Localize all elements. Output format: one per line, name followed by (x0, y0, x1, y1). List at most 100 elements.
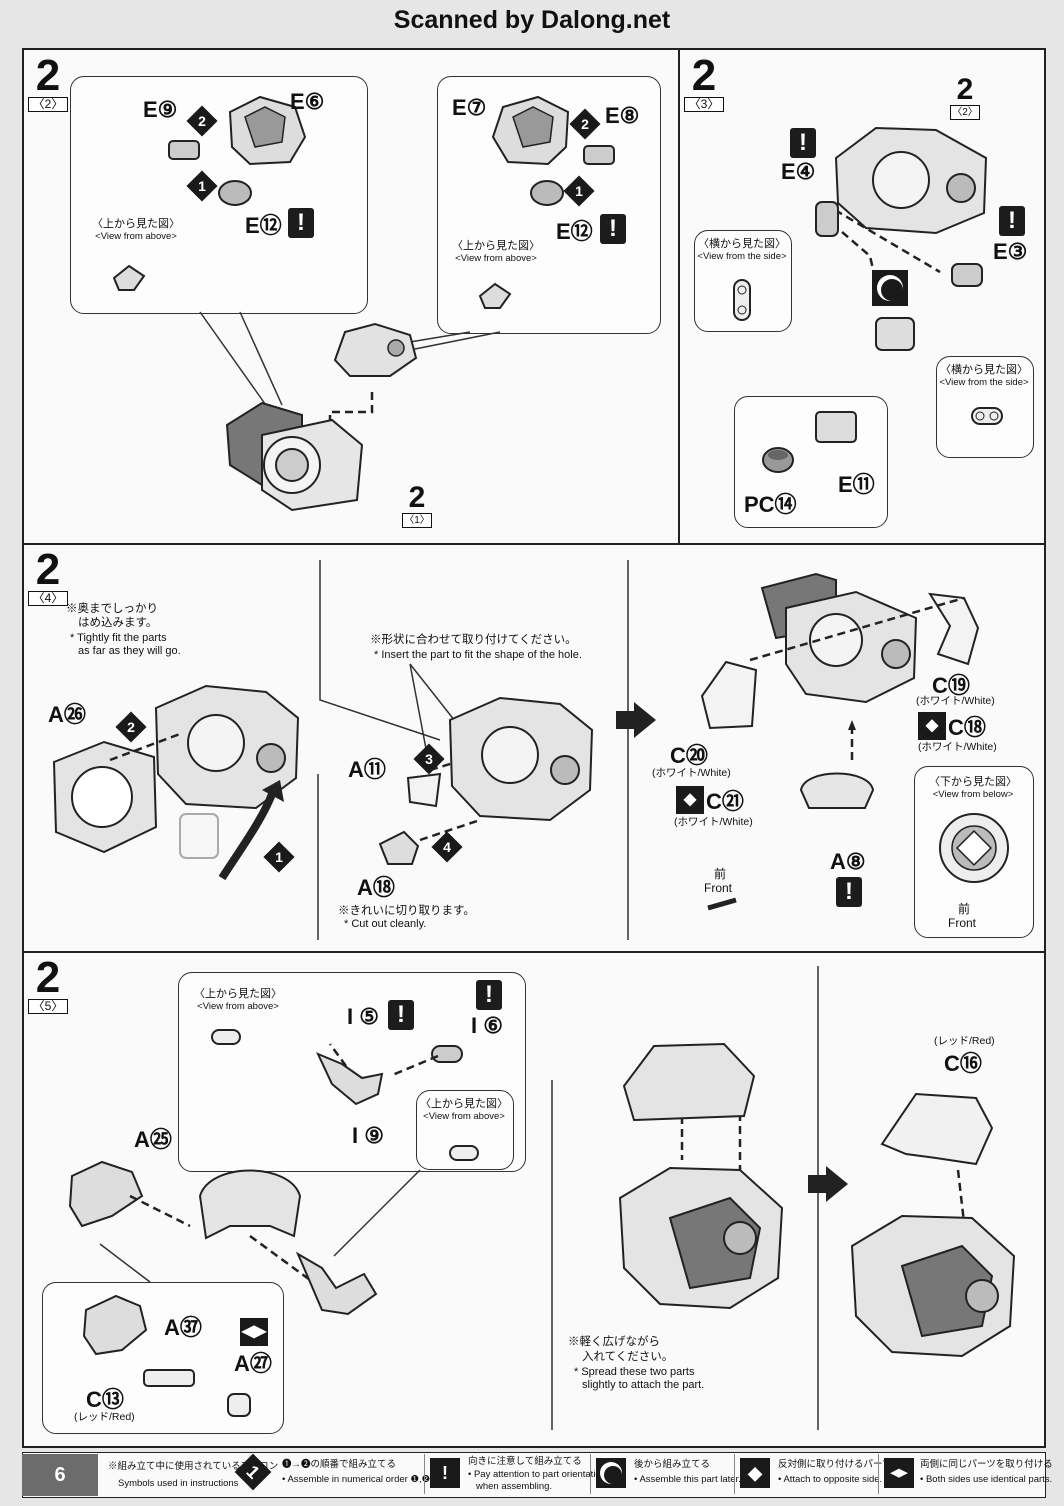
part-label-a26: A㉖ (48, 702, 86, 727)
legend-item-2-en2: when assembling. (476, 1481, 553, 1492)
color-red-c16: (レッド/Red) (934, 1035, 995, 1047)
legend-title-en: Symbols used in instructions (118, 1478, 239, 1489)
note-tight-fit-en1: * Tightly fit the parts (70, 632, 167, 644)
side-view-part-drawing (971, 407, 1003, 425)
pin-drawing (112, 264, 146, 291)
legend-item-4-jp: 反対側に取り付けるパーツ (778, 1459, 892, 1470)
ref-step-2-2: 2 〈2〉 (950, 75, 980, 120)
part-label-c19: C⑲ (932, 673, 970, 698)
part-label-e7: E⑦ (452, 95, 487, 120)
part-label-a37: A㊲ (164, 1315, 202, 1340)
torso-block-drawing (154, 684, 300, 810)
joint-part-drawing (583, 145, 615, 165)
part-label-a11: A⑪ (348, 757, 386, 782)
legend-item-3-en: • Assemble this part later. (634, 1474, 741, 1485)
pin-drawing (478, 282, 512, 309)
legend-item-2-jp: 向きに注意して組み立てる (468, 1456, 582, 1467)
part-label-e3: E③ (993, 239, 1028, 264)
joint-block-drawing (875, 317, 915, 351)
shoulder-armor-drawing (491, 95, 570, 166)
step-2-3-header: 2 〈3〉 (684, 54, 724, 112)
legend-item-4-en: • Attach to opposite side. (778, 1474, 883, 1485)
joint-part-drawing (431, 1045, 463, 1063)
next-step-arrow (808, 1166, 848, 1202)
divider-v1 (678, 48, 680, 545)
part-label-e12: E⑫ (556, 219, 593, 244)
note-spread-jp1: ※軽く広げながら (568, 1336, 660, 1348)
note-tight-fit-jp2: はめ込みます。 (78, 617, 158, 629)
torso-block-drawing (448, 696, 594, 822)
legend-sep (590, 1454, 591, 1494)
side-armor-drawing (700, 660, 758, 730)
joint-part-drawing (168, 140, 200, 160)
color-white-c18: (ホワイト/White) (918, 741, 997, 753)
view-from-above-left: 〈上から見た図〉 <View from above> (92, 218, 180, 242)
part-label-e8: E⑧ (605, 103, 640, 128)
front-label-jp: 前 (714, 867, 727, 881)
legend-item-2-en1: • Pay attention to part orientation (468, 1469, 606, 1480)
ball-joint-drawing (218, 180, 252, 206)
legend-item-5-jp: 両側に同じパーツを取り付ける (920, 1459, 1053, 1470)
legend-item-1-en: • Assemble in numerical order ❶,❷… (282, 1474, 440, 1485)
part-label-c13: C⑬ (86, 1387, 124, 1412)
legend-item-3-jp: 後から組み立てる (634, 1459, 711, 1470)
attention-icon: ! (288, 208, 314, 238)
step-2-4-header: 2 〈4〉 (28, 548, 68, 606)
pin-drawing (227, 1393, 251, 1417)
part-label-e11: E⑪ (838, 472, 875, 497)
view-from-above-right: 〈上から見た図〉 <View from above> (452, 240, 540, 264)
color-red-c13: (レッド/Red) (74, 1411, 135, 1423)
torso-block-drawing (760, 572, 918, 704)
pin-drawing (449, 1145, 479, 1161)
torso-block-drawing (834, 126, 988, 235)
part-label-e12: E⑫ (245, 213, 282, 238)
vent-part-drawing (378, 830, 420, 865)
part-label-c18: C⑱ (948, 715, 986, 740)
opposite-side-icon: ◆ (676, 786, 704, 814)
part-label-e4: E④ (781, 159, 816, 184)
legend-sep (734, 1454, 735, 1494)
wing-frame-drawing (295, 1251, 378, 1316)
polycap-drawing (762, 447, 794, 473)
note-spread-en2: slightly to attach the part. (582, 1379, 705, 1391)
attention-icon: ! (600, 214, 626, 244)
legend-item-5-en: • Both sides use identical parts. (920, 1474, 1053, 1485)
legend-item-1-jp: ❶→❷の順番で組み立てる (282, 1459, 397, 1470)
step-2-2-header: 2 〈2〉 (28, 54, 68, 112)
divider-h1 (22, 543, 1046, 545)
note-spread-en1: * Spread these two parts (574, 1366, 695, 1378)
attention-icon: ! (790, 128, 816, 158)
part-label-c21: C㉑ (706, 789, 744, 814)
part-label-pc14: PC⑭ (744, 492, 797, 517)
ref-step-2-1: 2 〈1〉 (402, 483, 432, 528)
view-from-above-left: 〈上から見た図〉 <View from above> (194, 988, 282, 1012)
attention-icon: ! (999, 206, 1025, 236)
wing-bracket-drawing (82, 1294, 148, 1356)
joint-part-drawing (951, 263, 983, 287)
joint-part-drawing (815, 201, 839, 237)
part-label-c20: C⑳ (670, 743, 708, 768)
attention-icon: ! (476, 980, 502, 1010)
front-label-jp: 前 (958, 902, 971, 916)
note-shape-fit-jp: ※形状に合わせて取り付けてください。 (370, 634, 577, 646)
part-label-i6: I ⑥ (471, 1013, 503, 1038)
joint-part-drawing (815, 411, 857, 443)
chest-ring-drawing (52, 740, 158, 854)
symbols-legend (22, 1452, 1046, 1498)
divider-h2 (22, 951, 1046, 953)
callout-polycap (734, 396, 888, 528)
base-part-drawing (799, 772, 875, 809)
color-white-c21: (ホワイト/White) (674, 816, 753, 828)
part-label-a8: A⑧ (830, 849, 866, 874)
attention-icon: ! (388, 1000, 414, 1030)
note-spread-jp2: 入れてください。 (582, 1351, 674, 1363)
part-label-i5: I ⑤ (347, 1004, 379, 1029)
step-2-5-header: 2 〈5〉 (28, 956, 68, 1014)
opposite-side-icon: ◆ (740, 1458, 770, 1488)
clear-part-drawing (179, 813, 219, 859)
ball-joint-drawing (530, 180, 564, 206)
page-number: 6 (22, 1454, 98, 1496)
note-tight-fit-en2: as far as they will go. (78, 645, 181, 657)
cover-part-drawing (406, 772, 442, 808)
